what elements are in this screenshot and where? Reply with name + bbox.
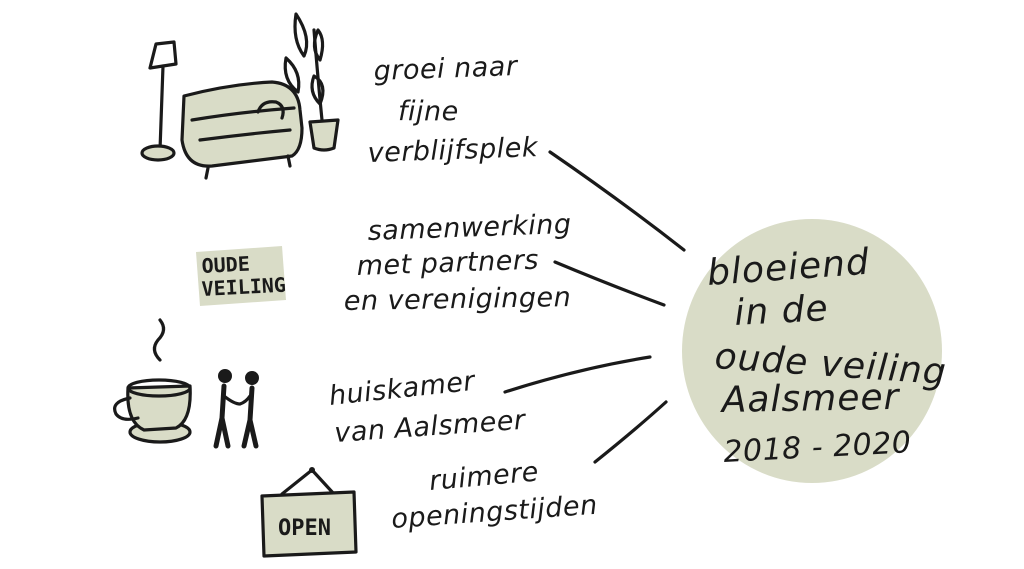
label-verblijf: groei naar fijne verblijfsplek — [367, 51, 539, 169]
badge-line-1: OUDE — [201, 252, 250, 278]
open-sign-icon: OPEN — [260, 467, 358, 558]
connector-samenwerking — [553, 260, 666, 307]
badge-background — [196, 246, 286, 306]
handshake-people-icon — [213, 369, 259, 449]
center-line-4: Aalsmeer — [719, 377, 900, 421]
center-line-2: in de — [733, 288, 829, 334]
center-node: bloeiend in de oude veiling Aalsmeer 201… — [682, 219, 948, 483]
label-samenwerking-line-1: samenwerking — [367, 209, 572, 247]
label-huiskamer: huiskamer van Aalsmeer — [327, 366, 527, 449]
connector-lines — [503, 150, 686, 464]
connector-huiskamer — [503, 355, 652, 394]
lamp-icon — [140, 40, 178, 162]
oude-veiling-badge: OUDE VEILING — [196, 246, 286, 306]
label-verblijf-line-2: fijne — [398, 96, 459, 127]
label-verblijf-line-1: groei naar — [373, 51, 519, 87]
label-openingstijden-line-2: openingstijden — [390, 490, 598, 535]
label-samenwerking-line-3: en verenigingen — [344, 282, 572, 317]
center-circle — [682, 219, 942, 483]
label-openingstijden: ruimere openingstijden — [390, 457, 598, 535]
open-sign-text: OPEN — [278, 516, 331, 541]
sofa-icon — [180, 80, 304, 180]
label-verblijf-line-3: verblijfsplek — [367, 132, 539, 169]
label-huiskamer-line-1: huiskamer — [327, 366, 477, 412]
label-huiskamer-line-2: van Aalsmeer — [333, 405, 528, 449]
connector-verblijf — [548, 150, 686, 252]
badge-line-2: VEILING — [201, 273, 286, 301]
label-openingstijden-line-1: ruimere — [428, 457, 540, 497]
label-samenwerking: samenwerking met partners en vereniginge… — [344, 209, 572, 317]
plant-icon — [283, 12, 340, 152]
label-samenwerking-line-2: met partners — [356, 245, 539, 282]
connector-openingstijden — [593, 400, 668, 464]
coffee-cup-icon — [113, 318, 192, 444]
